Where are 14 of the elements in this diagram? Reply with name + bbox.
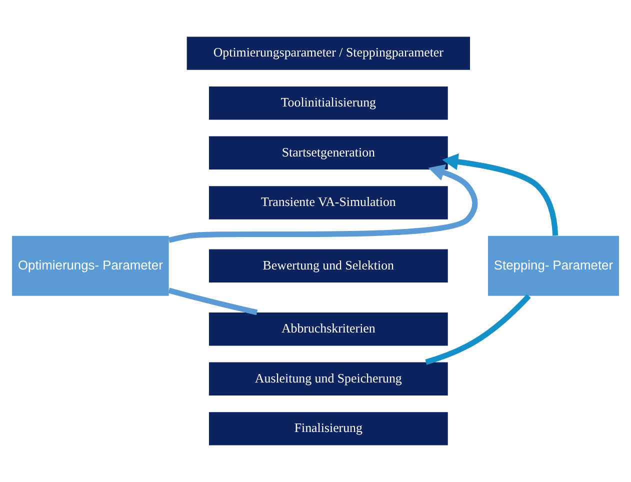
connector: [168, 288, 258, 316]
node-box: Abbruchskriterien: [208, 312, 448, 346]
node-box: Toolinitialisierung: [208, 86, 448, 120]
node-box: Stepping- Parameter: [488, 236, 619, 296]
node-box: Startsetgeneration: [208, 136, 448, 170]
node-box: Transiente VA-Simulation: [208, 186, 448, 220]
node-box: Ausleitung und Speicherung: [208, 362, 448, 396]
node-box: Bewertung und Selektion: [208, 249, 448, 282]
connector: [425, 294, 531, 365]
node-box: Optimierungsparameter / Steppingparameter: [186, 36, 470, 70]
arrow: [168, 164, 478, 243]
node-box: Optimierungs- Parameter: [12, 236, 169, 296]
arrow: [442, 153, 558, 236]
node-box: Finalisierung: [208, 412, 448, 446]
